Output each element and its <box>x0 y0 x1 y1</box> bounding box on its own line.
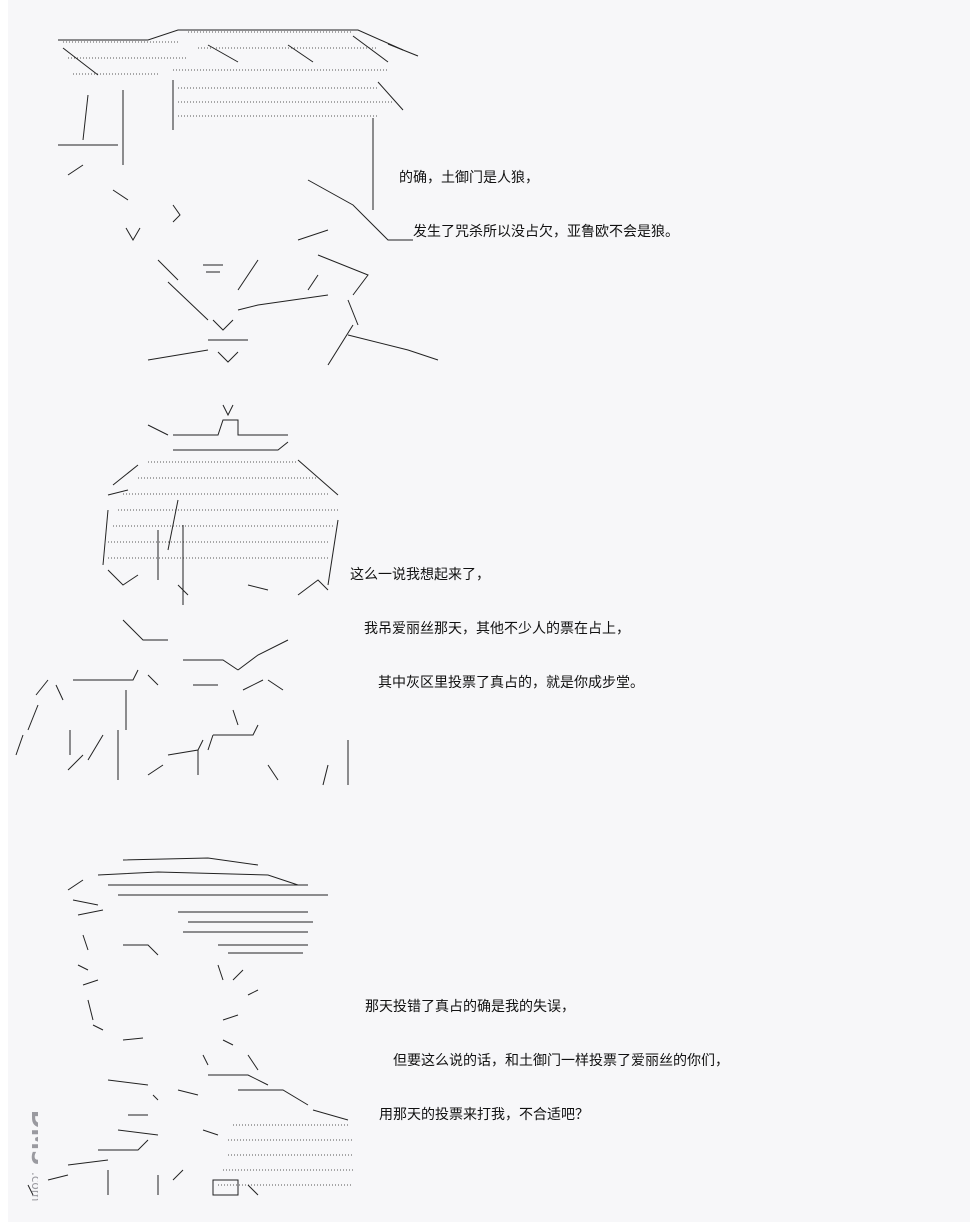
character-art-panel-3 <box>27 857 353 1196</box>
character-art-panel-2 <box>15 404 349 786</box>
dialogue-line: 但要这么说的话，和土御门一样投票了爱丽丝的你们， <box>365 1053 729 1069</box>
dialogue-line: 用那天的投票来打我，不合适吧？ <box>365 1107 589 1123</box>
dialogue-line: 这么一说我想起来了， <box>350 567 490 583</box>
dialogue-line: 那天投错了真占的确是我的失误， <box>365 999 575 1015</box>
dialogue-panel-1: 的确，土御门是人狼， 发生了咒杀所以没占欠，亚鲁欧不会是狼。 <box>399 133 679 277</box>
dialogue-line: 其中灰区里投票了真占的，就是你成步堂。 <box>350 675 644 691</box>
dialogue-line: 的确，土御门是人狼， <box>399 170 539 186</box>
manga-page: 的确，土御门是人狼， 发生了咒杀所以没占欠，亚鲁欧不会是狼。 <box>8 0 970 1222</box>
dialogue-panel-3: 那天投错了真占的确是我的失误， 但要这么说的话，和土御门一样投票了爱丽丝的你们，… <box>365 962 729 1160</box>
character-art-panel-1 <box>58 29 439 366</box>
dialogue-line: 我吊爱丽丝那天，其他不少人的票在占上， <box>350 621 630 637</box>
site-watermark: DM5 .com <box>12 1108 51 1204</box>
dialogue-line: 发生了咒杀所以没占欠，亚鲁欧不会是狼。 <box>399 224 679 240</box>
watermark-suffix: .com <box>29 1172 38 1201</box>
dialogue-panel-2: 这么一说我想起来了， 我吊爱丽丝那天，其他不少人的票在占上， 其中灰区里投票了真… <box>350 530 644 728</box>
watermark-brand: DM5 <box>26 1110 38 1165</box>
